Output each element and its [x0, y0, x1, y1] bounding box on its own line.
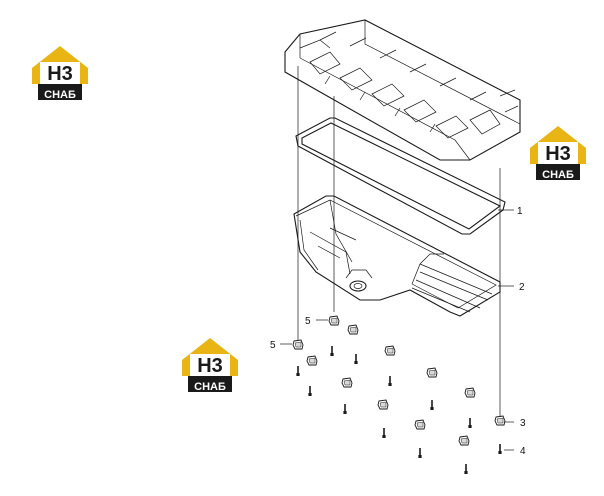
logo-mark-text: H3 — [47, 63, 73, 85]
logo-word-text: СНАБ — [194, 381, 226, 393]
brand-logo-right: H3 СНАБ — [530, 126, 586, 181]
logo-word-text: СНАБ — [542, 169, 574, 181]
oil-pan — [293, 195, 501, 317]
brand-logo-center-left: H3 СНАБ — [182, 338, 238, 393]
callout-5-upper: 5 — [305, 316, 311, 327]
logo-mark-text: H3 — [197, 355, 223, 377]
callout-3-nut: 3 — [520, 418, 526, 429]
fasteners — [292, 315, 506, 475]
logo-mark-text: H3 — [545, 143, 571, 165]
brand-logo-top-left: H3 СНАБ — [32, 46, 88, 101]
callout-4-bolt: 4 — [520, 446, 526, 457]
oil-pan-gasket — [295, 117, 506, 235]
callout-2-oil-pan: 2 — [519, 282, 525, 293]
drain-plug — [349, 280, 367, 292]
callout-1-gasket: 1 — [517, 206, 523, 217]
logo-word-text: СНАБ — [44, 89, 76, 101]
engine-block — [284, 19, 521, 161]
callout-leaders — [280, 209, 514, 451]
callout-5-lower: 5 — [270, 340, 276, 351]
